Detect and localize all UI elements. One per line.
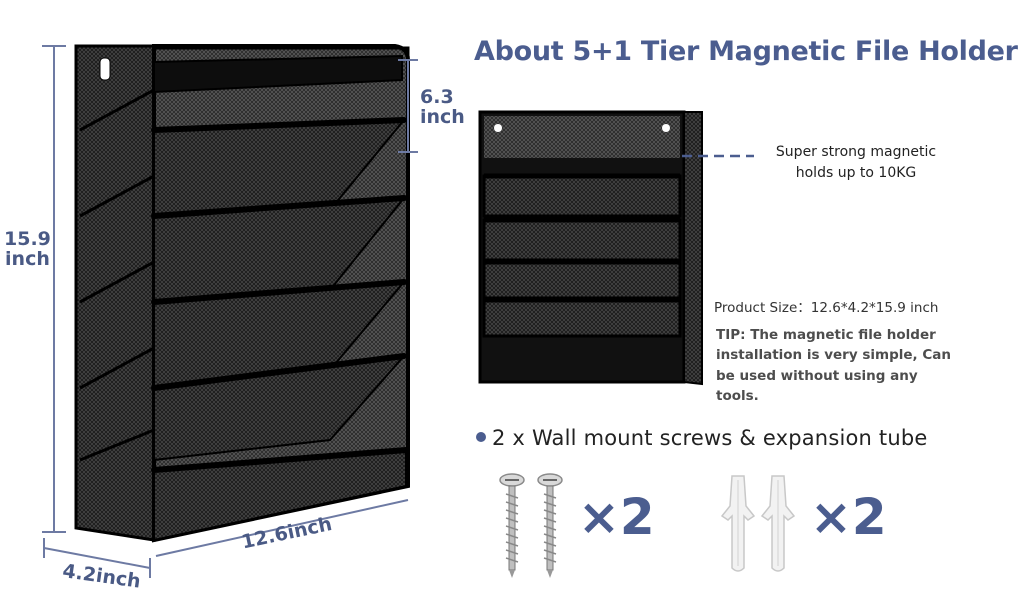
dimension-lines: [42, 45, 418, 578]
tier-gap-value: 6.3: [420, 86, 454, 108]
screw-icon: [499, 473, 563, 578]
product-size: Product Size：12.6*4.2*15.9 inch: [714, 296, 938, 316]
tubes-quantity: ×2: [810, 488, 887, 546]
product-illustration: [42, 44, 796, 578]
product-size-label: Product Size：: [714, 300, 811, 316]
callout-line-2: holds up to 10KG: [795, 165, 917, 181]
page-title: About 5+1 Tier Magnetic File Holder: [474, 36, 1018, 67]
tier-gap-dimension: 6.3 inch: [420, 86, 465, 128]
accessories-heading-text: 2 x Wall mount screws & expansion tube: [492, 426, 928, 450]
height-unit: inch: [5, 247, 50, 270]
installation-tip: TIP: The magnetic file holder installati…: [716, 327, 951, 404]
bullet-icon: [476, 432, 486, 442]
expansion-tube-icon: [720, 475, 796, 572]
accessories-heading: 2 x Wall mount screws & expansion tube: [476, 426, 928, 450]
height-dimension: 15.9 inch: [4, 228, 51, 270]
magnet-callout: Super strong magnetic holds up to 10KG: [756, 142, 956, 184]
tier-gap-unit: inch: [420, 105, 465, 128]
height-value: 15.9: [4, 228, 51, 250]
callout-line-1: Super strong magnetic: [775, 144, 937, 160]
secondary-file-holder: [478, 110, 703, 386]
main-file-holder: [74, 44, 410, 543]
screws-quantity: ×2: [578, 488, 655, 546]
product-size-value: 12.6*4.2*15.9 inch: [810, 300, 939, 316]
